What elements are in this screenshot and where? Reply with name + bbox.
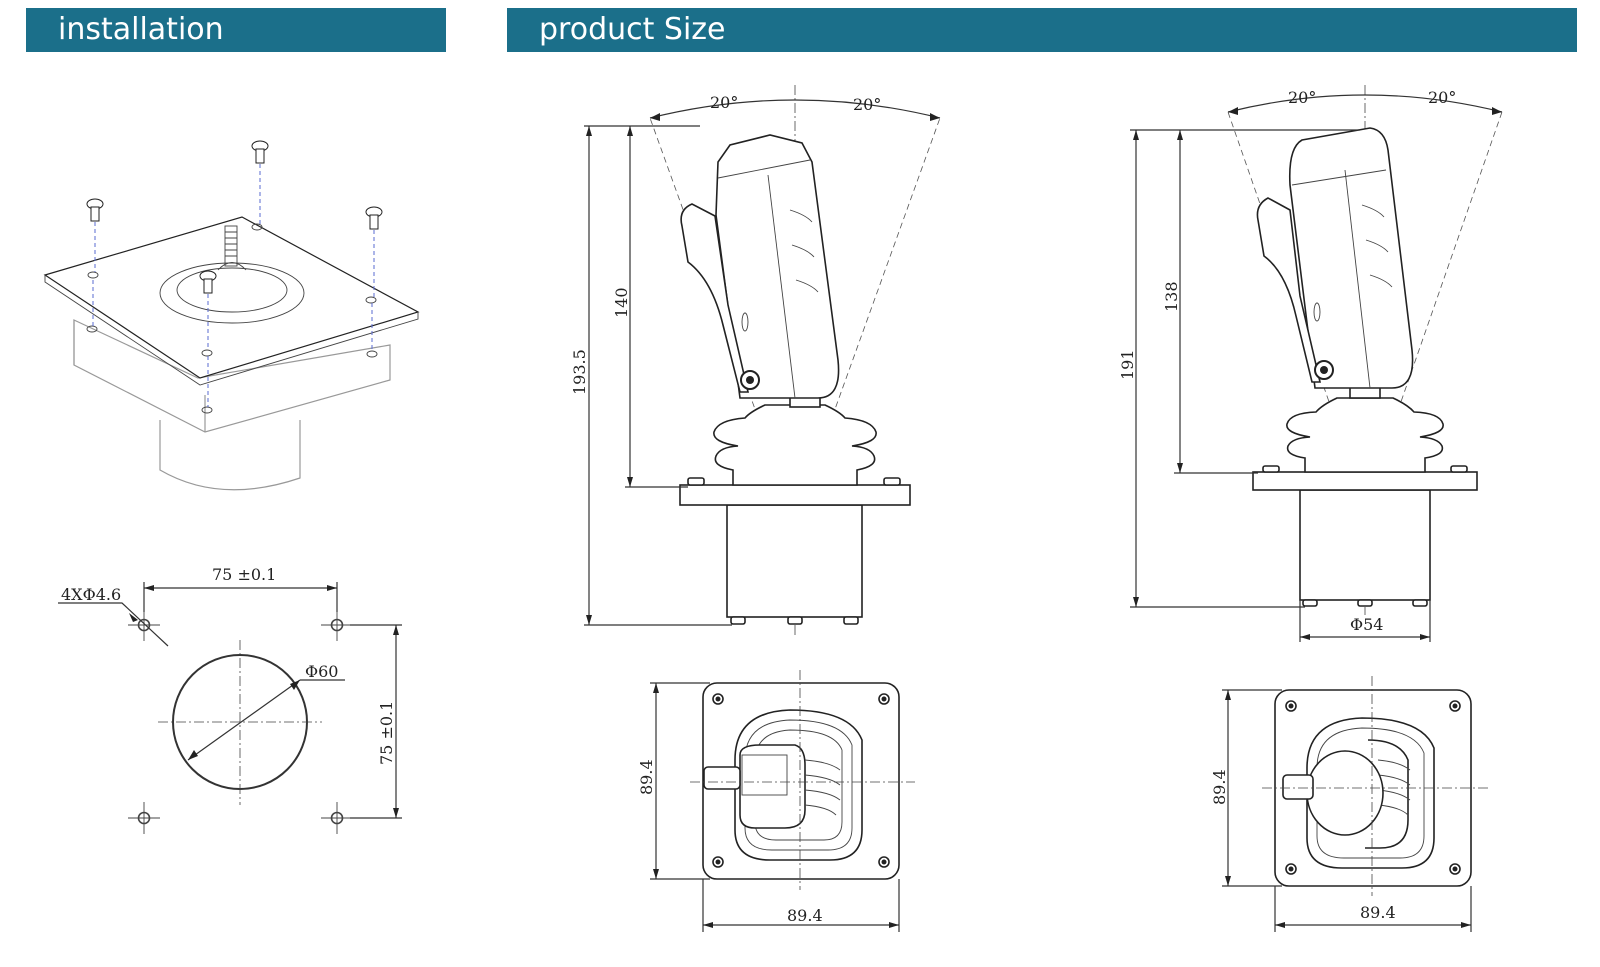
joystick-a-top-view — [650, 670, 915, 932]
hole-pattern-view — [58, 582, 402, 834]
screw-icon — [365, 206, 383, 230]
joystick-b-side-view — [1130, 85, 1503, 642]
screw-icon — [86, 198, 104, 222]
angle-right-a-label: 20° — [853, 95, 881, 114]
angle-left-b-label: 20° — [1288, 88, 1316, 107]
joystick-b-top-view — [1222, 676, 1488, 932]
product-size-title: product Size — [539, 12, 726, 47]
handle-height-a-label: 140 — [612, 287, 631, 318]
product-size-header: product Size — [507, 8, 1577, 52]
plate-width-a-label: 89.4 — [787, 906, 823, 925]
hole-spec-label: 4XΦ4.6 — [61, 585, 121, 604]
angle-left-a-label: 20° — [710, 93, 738, 112]
hole-spacing-vertical-label: 75 ±0.1 — [377, 701, 396, 765]
cutout-diameter-label: Φ60 — [305, 662, 338, 681]
body-diameter-b-label: Φ54 — [1350, 615, 1383, 634]
screw-icon — [199, 270, 217, 294]
total-height-b-label: 191 — [1118, 349, 1137, 380]
installation-isometric-view — [43, 140, 420, 491]
installation-title: installation — [58, 12, 224, 47]
screw-icon — [251, 140, 269, 164]
hole-spacing-horizontal-label: 75 ±0.1 — [212, 565, 276, 584]
plate-width-b-label: 89.4 — [1360, 903, 1396, 922]
joystick-a-side-view — [584, 85, 941, 635]
handle-height-b-label: 138 — [1162, 281, 1181, 312]
angle-right-b-label: 20° — [1428, 88, 1456, 107]
plate-height-b-label: 89.4 — [1210, 769, 1229, 805]
installation-header: installation — [26, 8, 446, 52]
plate-height-a-label: 89.4 — [637, 759, 656, 795]
total-height-a-label: 193.5 — [570, 349, 589, 395]
